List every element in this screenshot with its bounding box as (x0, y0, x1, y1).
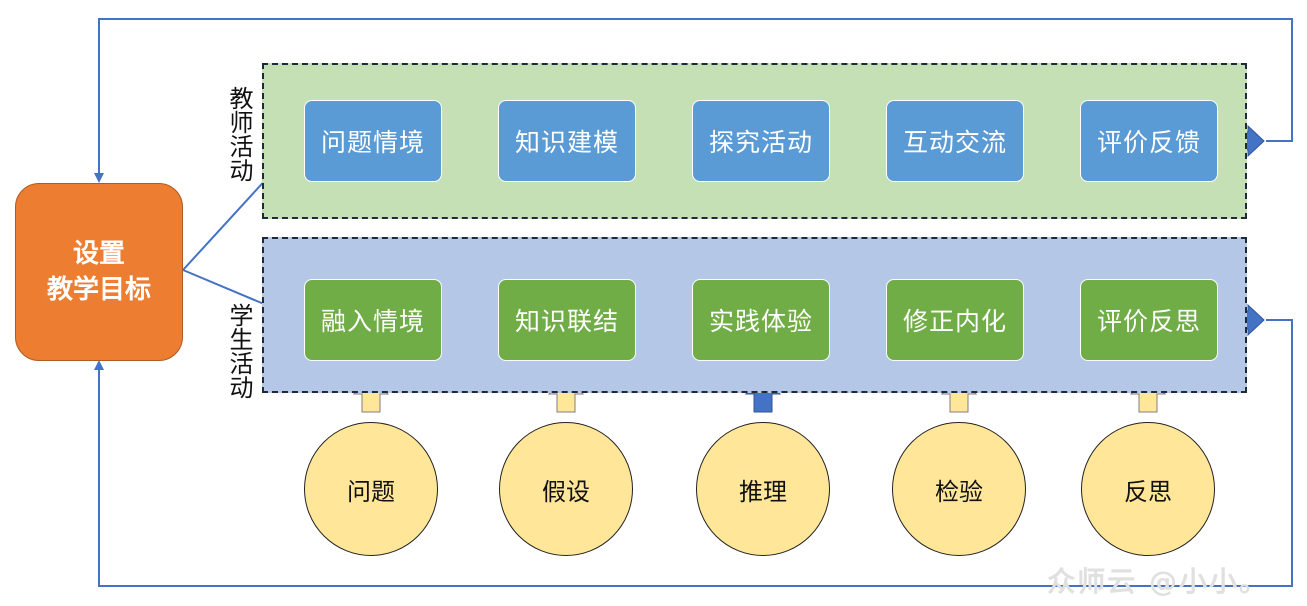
feedback-loop-bottom (94, 319, 1293, 587)
thinking-circle-5: 反思 (1081, 422, 1215, 556)
teacher-step-2: 知识建模 (498, 100, 636, 182)
teacher-step-1: 问题情境 (304, 100, 442, 182)
student-step-1: 融入情境 (304, 279, 442, 361)
set-teaching-goal-box: 设置 教学目标 (15, 183, 183, 361)
student-step-2: 知识联结 (498, 279, 636, 361)
student-step-5: 评价反思 (1080, 279, 1218, 361)
teacher-step-3: 探究活动 (692, 100, 830, 182)
thinking-circle-1: 问题 (304, 422, 438, 556)
watermark: 众师云 @小小。 (1047, 565, 1269, 598)
teacher-step-5: 评价反馈 (1080, 100, 1218, 182)
teacher-step-4: 互动交流 (886, 100, 1024, 182)
student-step-4: 修正内化 (886, 279, 1024, 361)
goal-line-2: 教学目标 (46, 275, 151, 305)
thinking-circle-3: 推理 (696, 422, 830, 556)
student-step-3: 实践体验 (692, 279, 830, 361)
feedback-loop-top (94, 18, 1293, 183)
goal-line-1: 设置 (72, 239, 125, 269)
thinking-circle-2: 假设 (499, 422, 633, 556)
thinking-circle-4: 检验 (892, 422, 1026, 556)
student-lane-label: 学生活动 (225, 303, 253, 399)
teacher-lane-label: 教师活动 (225, 86, 253, 182)
